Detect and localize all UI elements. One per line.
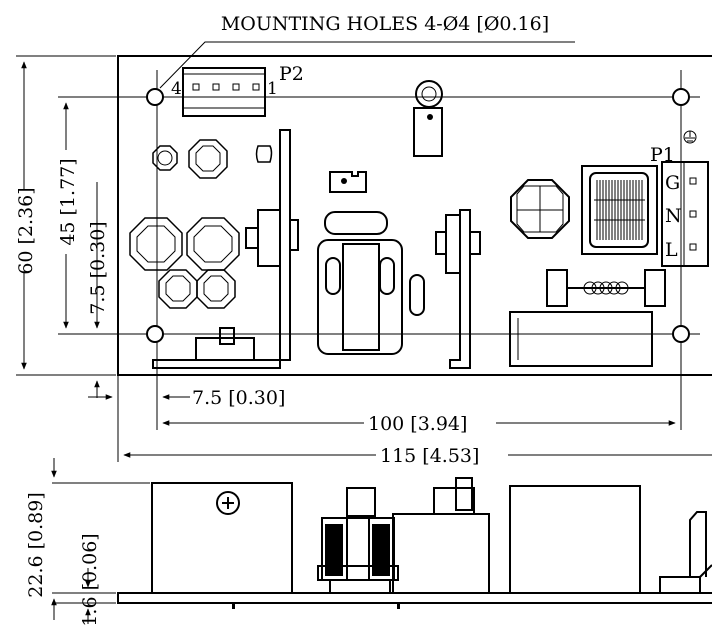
dim-hole-edge-horizontal-text: 7.5 [0.30] bbox=[192, 387, 285, 409]
dim-hole-vertical-text: 45 [1.77] bbox=[57, 158, 79, 245]
transformer-side bbox=[317, 487, 399, 594]
mounting-hole bbox=[146, 88, 164, 106]
indicator-dot bbox=[341, 178, 347, 184]
dimension-hole-vertical: 45 [1.77] bbox=[57, 102, 79, 329]
heatsink-left bbox=[152, 129, 299, 369]
capacitor bbox=[196, 269, 236, 309]
capacitor-mark bbox=[193, 225, 233, 263]
line-choke bbox=[581, 165, 658, 255]
p2-pin-last-label: 1 bbox=[267, 79, 278, 99]
pcb-side bbox=[117, 592, 712, 604]
connector-pin bbox=[252, 83, 260, 91]
p2-connector: 4 1 P2 bbox=[171, 63, 304, 117]
capacitor bbox=[158, 269, 198, 309]
tall-capacitor-side bbox=[151, 482, 293, 594]
dimension-board-thickness: 1.6 [0.06] bbox=[79, 533, 101, 626]
capacitor-mark bbox=[136, 225, 176, 263]
dimension-hole-horizontal: 100 [3.94] bbox=[162, 413, 676, 435]
input-fuse bbox=[546, 269, 666, 307]
p1-pin-l: L bbox=[665, 239, 678, 261]
transformer bbox=[317, 239, 403, 355]
trimmer-component bbox=[195, 327, 255, 361]
small-part bbox=[255, 145, 273, 163]
transformer-core bbox=[342, 243, 380, 351]
x-capacitor bbox=[509, 311, 653, 367]
dim-hole-horizontal-text: 100 [3.94] bbox=[368, 413, 467, 435]
fuse bbox=[324, 211, 388, 235]
transistor-side bbox=[433, 477, 475, 515]
component-block-side bbox=[392, 513, 490, 594]
p1-pin-n: N bbox=[665, 205, 682, 227]
ground-icon bbox=[683, 130, 697, 144]
connector-pin bbox=[192, 83, 200, 91]
dimension-height-total: 60 [2.36] bbox=[15, 55, 116, 376]
large-capacitor bbox=[510, 179, 570, 239]
mounting-hole bbox=[672, 325, 690, 343]
p2-pin-first-label: 4 bbox=[171, 79, 182, 99]
capacitor bbox=[152, 145, 178, 171]
top-view: MOUNTING HOLES 4-Ø4 [Ø0.16] 4 1 P2 bbox=[15, 13, 712, 467]
connector-pin bbox=[212, 83, 220, 91]
p1-connector-side bbox=[659, 511, 712, 593]
capacitor bbox=[188, 139, 228, 179]
pcb-outline-top bbox=[117, 55, 712, 376]
transistor bbox=[445, 214, 461, 274]
mounting-hole bbox=[146, 325, 164, 343]
x-capacitor-side bbox=[509, 485, 641, 594]
dim-board-thickness-text: 1.6 [0.06] bbox=[79, 533, 101, 626]
small-resistor bbox=[409, 274, 425, 316]
led-component bbox=[413, 80, 443, 157]
p1-pin-g: G bbox=[665, 172, 680, 194]
dimension-hole-edge-vertical: 7.5 [0.30] bbox=[87, 182, 109, 398]
connector-pin bbox=[689, 210, 697, 218]
side-view: 22.6 [0.89] 1.6 [0.06] bbox=[25, 458, 712, 627]
capacitor-mark bbox=[157, 150, 173, 166]
capacitor-mark bbox=[165, 275, 191, 302]
capacitor bbox=[129, 217, 183, 271]
dim-width-total-text: 115 [4.53] bbox=[380, 445, 479, 467]
transistor bbox=[257, 209, 281, 267]
dim-hole-edge-vertical-text: 7.5 [0.30] bbox=[87, 221, 109, 314]
connector-pin bbox=[689, 177, 697, 185]
center-components bbox=[317, 171, 425, 355]
p1-connector: G N L P1 bbox=[650, 130, 709, 267]
p2-label: P2 bbox=[279, 63, 304, 85]
title-leader-line bbox=[159, 41, 575, 89]
mounting-holes-note: MOUNTING HOLES 4-Ø4 [Ø0.16] bbox=[221, 13, 549, 35]
dimension-width-total: 115 [4.53] bbox=[123, 445, 712, 467]
capacitor-mark bbox=[195, 145, 221, 172]
heatsink-center bbox=[435, 209, 481, 369]
dim-component-height-text: 22.6 [0.89] bbox=[25, 492, 47, 597]
dimension-component-height: 22.6 [0.89] bbox=[25, 458, 57, 620]
connector-pin bbox=[232, 83, 240, 91]
dim-height-total-text: 60 [2.36] bbox=[15, 187, 37, 274]
mounting-hole bbox=[672, 88, 690, 106]
capacitor-group-left bbox=[129, 139, 273, 309]
connector-pin bbox=[689, 243, 697, 251]
p1-label: P1 bbox=[650, 144, 675, 166]
dimension-hole-edge-horizontal: 7.5 [0.30] bbox=[88, 375, 285, 462]
capacitor-mark bbox=[203, 275, 229, 302]
screw-icon bbox=[216, 491, 240, 515]
